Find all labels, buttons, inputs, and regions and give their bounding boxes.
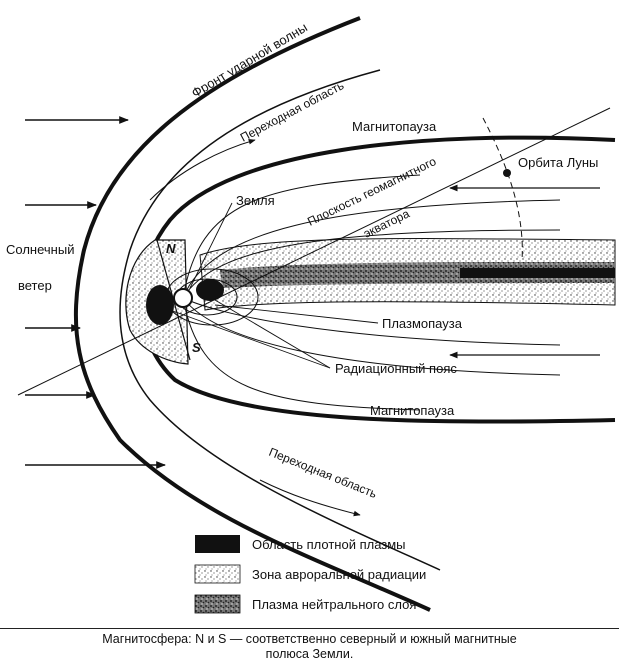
dense-tail-band bbox=[460, 268, 615, 278]
label-magnetopause-bottom: Магнитопауза bbox=[370, 403, 455, 418]
caption-line-1: Магнитосфера: N и S — соответственно сев… bbox=[0, 632, 619, 647]
legend-swatch-neutral bbox=[195, 595, 240, 613]
moon-dot bbox=[503, 169, 511, 177]
legend: Область плотной плазмы Зона авроральной … bbox=[195, 535, 426, 613]
label-earth: Земля bbox=[236, 193, 275, 208]
label-north: N bbox=[166, 241, 176, 256]
label-moon-orbit: Орбита Луны bbox=[518, 155, 598, 170]
label-south: S bbox=[192, 340, 201, 355]
label-transition-top: Переходная область bbox=[238, 78, 346, 144]
figure-caption: Магнитосфера: N и S — соответственно сев… bbox=[0, 628, 619, 662]
earth-globe bbox=[174, 289, 192, 307]
label-transition-bottom: Переходная область bbox=[267, 445, 379, 501]
radiation-belt-left bbox=[146, 285, 174, 325]
label-radiation-belt: Радиационный пояс bbox=[335, 361, 457, 376]
legend-swatch-dense bbox=[195, 535, 240, 553]
caption-line-2: полюса Земли. bbox=[0, 647, 619, 662]
legend-label-neutral: Плазма нейтрального слоя bbox=[252, 597, 416, 612]
label-solar-wind-2: ветер bbox=[18, 278, 52, 293]
label-solar-wind-1: Солнечный bbox=[6, 242, 74, 257]
label-plasmapause: Плазмопауза bbox=[382, 316, 463, 331]
label-geomag-plane-1: Плоскость геомагнитного bbox=[305, 154, 438, 229]
label-bow-shock: Фронт ударной волны bbox=[189, 20, 310, 101]
label-magnetopause-top: Магнитопауза bbox=[352, 119, 437, 134]
legend-label-dense: Область плотной плазмы bbox=[252, 537, 406, 552]
legend-swatch-aurora bbox=[195, 565, 240, 583]
label-geomag-plane-2: экватора bbox=[361, 206, 412, 240]
legend-label-aurora: Зона авроральной радиации bbox=[252, 567, 426, 582]
